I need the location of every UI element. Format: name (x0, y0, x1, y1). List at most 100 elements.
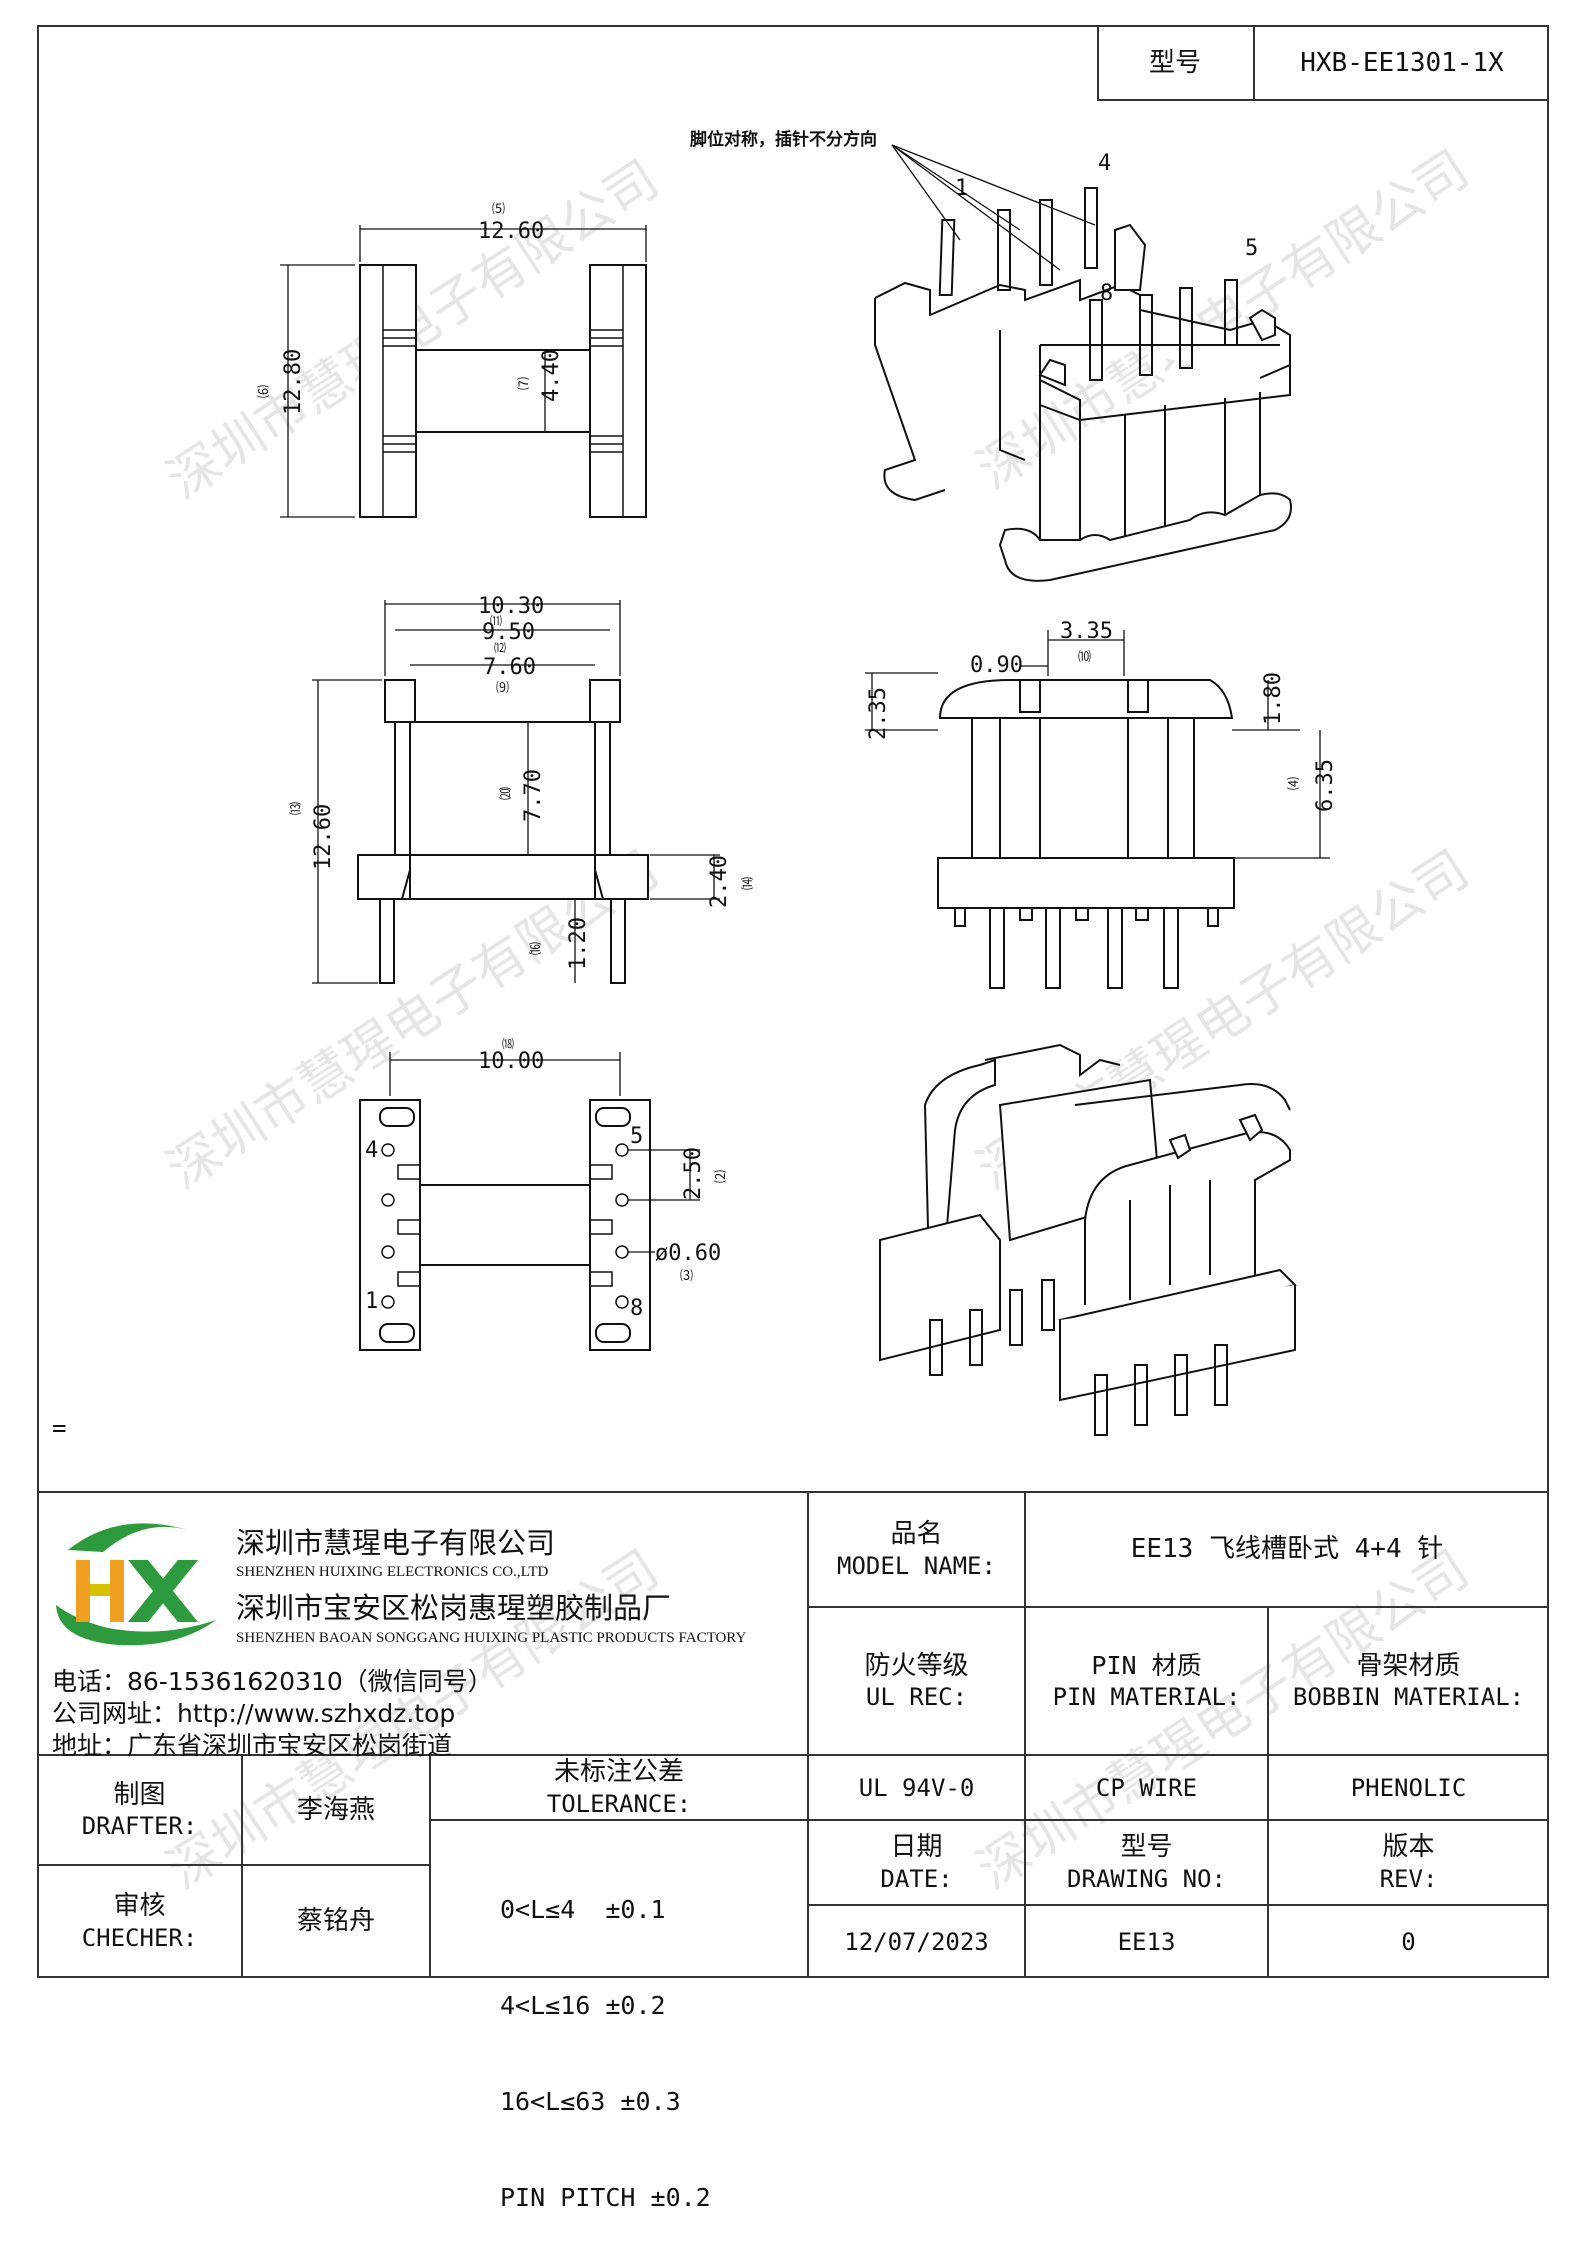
circled-label: ⑾ (490, 614, 502, 628)
circled-label: ⑿ (494, 641, 506, 655)
factory-name-cn: 深圳市宝安区松岗惠瑆塑胶制品厂 (236, 1591, 672, 1625)
ul-label-en: UL REC: (865, 1683, 968, 1712)
company-phone: 电话：86-15361620310（微信同号） (52, 1667, 493, 1696)
dim-3.35: 3.35 (1060, 619, 1113, 644)
dim-2.35: 2.35 (866, 687, 891, 740)
dim-9.50: 9.50 (482, 620, 535, 645)
dim-1.20: 1.20 (566, 917, 591, 970)
tolerance-item: 4<L≤16 ±0.2 (500, 1991, 666, 2020)
drafter-label: 制图 DRAFTER: (37, 1755, 242, 1865)
dim-12.60-top: 12.60 (478, 219, 544, 244)
bobbin-material-label: 骨架材质 BOBBIN MATERIAL: (1268, 1607, 1549, 1755)
circled-label: ⑽ (1078, 650, 1091, 665)
bottom-view (359, 1052, 700, 1351)
checker-label-en: CHECHER: (81, 1923, 198, 1952)
dim-10.30: 10.30 (478, 594, 544, 619)
pin-label-1-bottom: 1 (365, 1289, 378, 1314)
dim-dia-0.60: ø0.60 (655, 1241, 721, 1266)
top-view (280, 225, 647, 518)
company-address: 地址：广东省深圳市宝安区松岗街道 (52, 1731, 453, 1760)
rev-label: 版本 REV: (1268, 1820, 1549, 1905)
company-logo (56, 1523, 216, 1646)
stray-mark: = (52, 1414, 66, 1442)
model-name-value: EE13 飞线槽卧式 4+4 针 (1130, 1534, 1444, 1565)
bobbin-label-en: BOBBIN MATERIAL: (1292, 1683, 1525, 1712)
tolerance-item: 16<L≤63 ±0.3 (500, 2087, 681, 2116)
header-model-label: 型号 (1148, 47, 1201, 78)
circled-label: ⑶ (680, 1269, 693, 1284)
dim-10.00: 10.00 (478, 1049, 544, 1074)
checker-value: 蔡铭舟 (296, 1906, 375, 1937)
header-divider (1253, 25, 1255, 101)
company-name-en: SHENZHEN HUIXING ELECTRONICS CO.,LTD (236, 1564, 549, 1580)
circled-label: ⒃ (529, 942, 544, 955)
dim-12.80: 12.80 (281, 349, 306, 415)
front-view (312, 600, 720, 984)
drawing-label-cn: 型号 (1120, 1832, 1173, 1863)
iso-view-bottom (879, 1043, 1297, 1436)
date-label-en: DATE: (880, 1864, 953, 1893)
rev-value: 0 (1401, 1927, 1416, 1956)
pin-label-8-bottom: 8 (630, 1296, 643, 1321)
bobbin-value: PHENOLIC (1350, 1773, 1467, 1802)
circled-label: ⒅ (502, 1037, 514, 1051)
drafter-label-cn: 制图 (113, 1779, 166, 1810)
dim-1.80: 1.80 (1261, 672, 1286, 725)
date-value: 12/07/2023 (844, 1927, 989, 1956)
tolerance-label: 未标注公差 TOLERANCE: (430, 1755, 808, 1820)
rev-label-cn: 版本 (1382, 1832, 1435, 1863)
date-label-cn: 日期 (890, 1832, 943, 1863)
checker-label: 审核 CHECHER: (37, 1865, 242, 1978)
circled-label: ⑵ (714, 1170, 729, 1183)
dim-7.60: 7.60 (483, 655, 536, 680)
model-name-label-en: MODEL NAME: (837, 1551, 996, 1580)
pin-label-en: PIN MATERIAL: (1052, 1682, 1241, 1711)
circled-label: ⑹ (257, 385, 272, 398)
tolerance-item: PIN PITCH ±0.2 (500, 2183, 711, 2212)
model-name-label-cn: 品名 (890, 1519, 943, 1550)
bobbin-label-cn: 骨架材质 (1356, 1650, 1461, 1681)
ul-label: 防火等级 UL REC: (808, 1607, 1025, 1755)
tolerance-label-en: TOLERANCE: (546, 1789, 692, 1818)
header-model-value: HXB-EE1301-1X (1300, 47, 1504, 78)
drawing-note: 脚位对称，插针不分方向 (690, 129, 877, 150)
company-name-cn: 深圳市慧瑆电子有限公司 (236, 1526, 556, 1560)
circled-label: ⑸ (492, 202, 505, 217)
pin-label-cn: PIN 材质 (1091, 1651, 1202, 1681)
drafter-value: 李海燕 (296, 1794, 375, 1825)
date-label: 日期 DATE: (808, 1820, 1025, 1905)
circled-label: ⒀ (289, 802, 304, 815)
side-view (865, 630, 1330, 989)
pin-label-4-bottom: 4 (365, 1138, 378, 1163)
pin-label-4: 4 (1098, 151, 1111, 176)
tolerance-item: 0<L≤4 ±0.1 (500, 1895, 666, 1924)
drawing-no-label: 型号 DRAWING NO: (1025, 1820, 1268, 1905)
pin-label-1: 1 (955, 176, 968, 201)
checker-label-cn: 审核 (113, 1891, 166, 1922)
circled-label: ⑷ (1287, 777, 1302, 790)
circled-label: ⑼ (496, 681, 509, 696)
pin-label-5: 5 (1245, 236, 1258, 261)
dim-2.50: 2.50 (681, 1147, 706, 1200)
dim-4.40: 4.40 (539, 349, 564, 402)
company-website: 公司网址：http://www.szhxdz.top (52, 1699, 456, 1728)
circled-label: ⒁ (741, 877, 756, 890)
pin-value: CP WIRE (1095, 1773, 1198, 1802)
dim-6.35: 6.35 (1313, 759, 1338, 812)
header-model-box (1097, 25, 1549, 101)
ul-value: UL 94V-0 (858, 1773, 975, 1802)
dim-2.40: 2.40 (707, 855, 732, 908)
iso-view-top (874, 144, 1292, 582)
tolerance-list: 0<L≤4 ±0.1 4<L≤16 ±0.2 16<L≤63 ±0.3 PIN … (500, 1830, 711, 2246)
ul-label-cn: 防火等级 (864, 1650, 969, 1681)
tolerance-label-cn: 未标注公差 (553, 1757, 684, 1788)
circled-label: ⒇ (499, 787, 514, 800)
pin-label-8: 8 (1100, 281, 1113, 306)
dim-0.90: 0.90 (970, 653, 1023, 678)
logo-letters: HX (0, 0, 1, 1)
rev-label-en: REV: (1379, 1864, 1438, 1893)
drafter-label-en: DRAFTER: (81, 1812, 198, 1841)
pin-label-5-bottom: 5 (630, 1124, 643, 1149)
model-name-label: 品名 MODEL NAME: (808, 1492, 1025, 1607)
dim-7.70: 7.70 (521, 769, 546, 822)
